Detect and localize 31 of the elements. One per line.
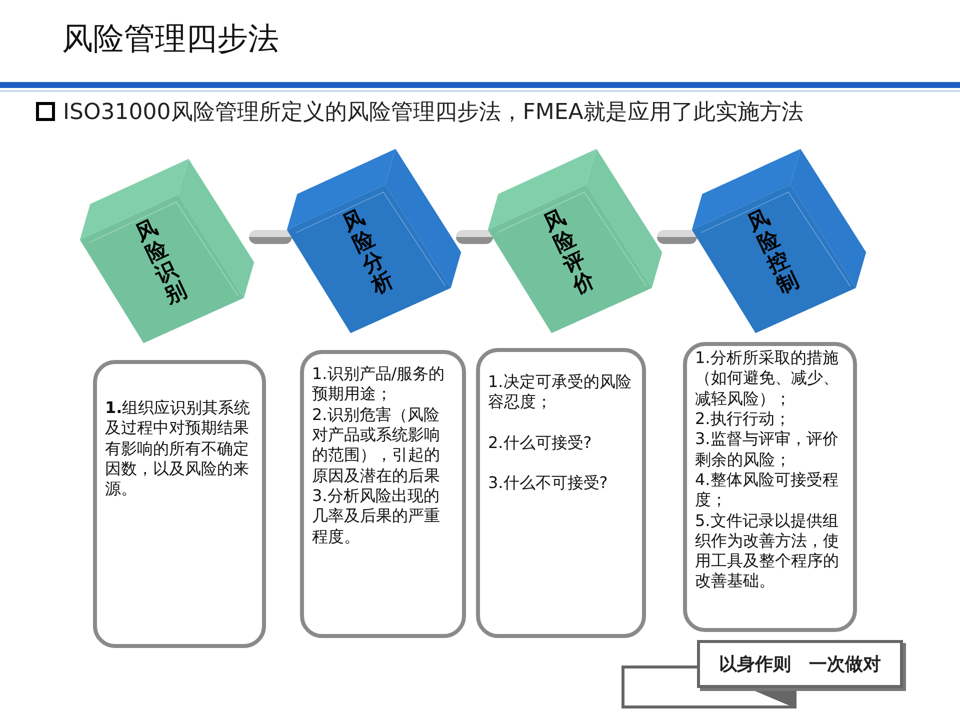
cube-label: 风险控制 <box>744 206 802 299</box>
connector-rod <box>249 230 292 244</box>
step-text: 1.组织应识别其系统及过程中对预期结果有影响的所有不确定因数，以及风险的来源。 <box>105 398 252 500</box>
text-card <box>300 350 466 638</box>
step-text: 1.决定可承受的风险容忍度； <box>488 372 632 413</box>
cube-shape <box>690 147 868 335</box>
text-card <box>93 360 266 648</box>
banner-text: 以身作则 一次做对 <box>719 653 881 676</box>
cube-label: 风险分析 <box>339 206 398 299</box>
connector-rod <box>456 230 493 244</box>
step-text: 5.文件记录以提供组织作为改善方法，使用工具及整个程序的改善基础。 <box>695 510 840 592</box>
step-text: 2.什么可接受? <box>488 432 593 453</box>
banner-box <box>697 640 903 688</box>
step-text: 2.识别危害（风险对产品或系统影响的范围），引起的原因及潜在的后果 <box>312 404 441 486</box>
page-title: 风险管理四步法 <box>62 20 279 59</box>
step-text: 1.识别产品/服务的预期用途； <box>312 364 446 405</box>
step-text: 2.执行行动； <box>695 408 792 430</box>
step-text: 1.分析所采取的措施（如何避免、减少、减轻风险）； <box>695 348 840 409</box>
text-card <box>683 342 857 632</box>
step-text: 3.什么不可接受? <box>488 472 609 494</box>
subtitle-text: ISO31000风险管理所定义的风险管理四步法，FMEA就是应用了此实施方法 <box>63 100 804 125</box>
step-text: 3.监督与评审，评价剩余的风险； <box>695 429 840 470</box>
step-text: 3.分析风险出现的几率及后果的严重程度。 <box>312 486 441 547</box>
connector-rod <box>657 230 697 244</box>
cube-shape <box>285 147 463 335</box>
cube-shape <box>78 157 256 345</box>
cube-label: 风险评价 <box>540 206 598 299</box>
text-card <box>476 348 646 638</box>
step-text: 4.整体风险可接受程度； <box>695 470 840 510</box>
cube-shape <box>486 147 664 335</box>
cube-label: 风险识别 <box>132 216 190 309</box>
